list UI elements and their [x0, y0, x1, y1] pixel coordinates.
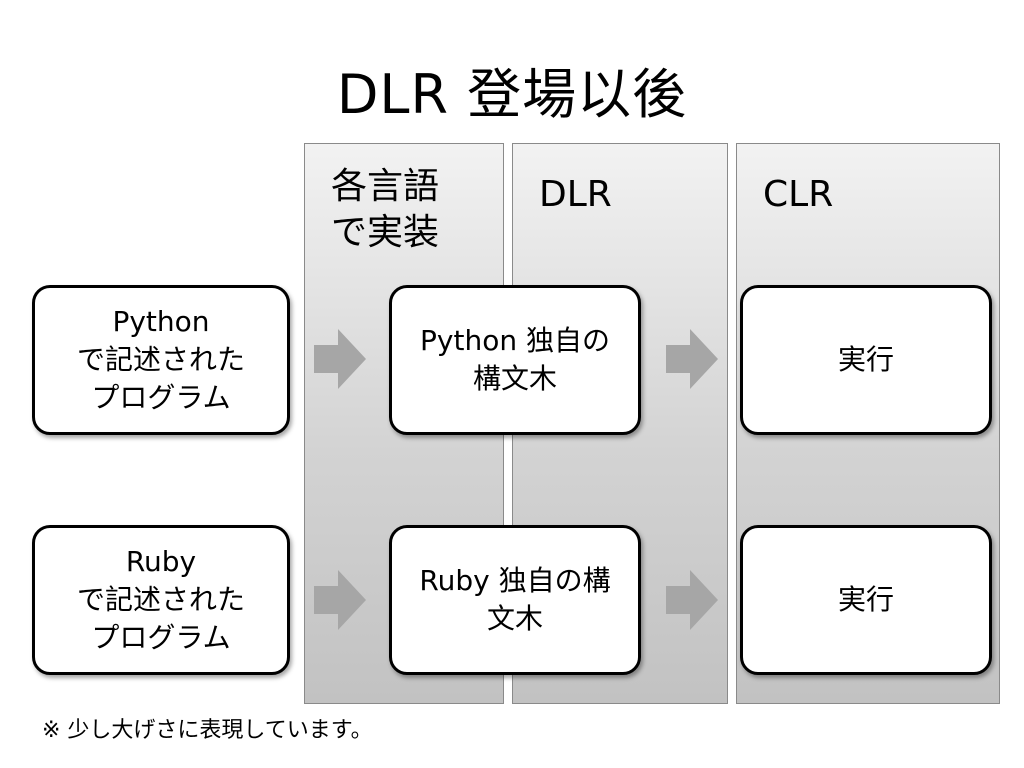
arrow-right-icon	[666, 329, 718, 389]
column-label-clr: CLR	[763, 174, 834, 215]
ruby-execute-box: 実行	[740, 525, 992, 675]
python-source-box: Python で記述された プログラム	[32, 285, 290, 435]
arrow-right-icon	[314, 329, 366, 389]
python-execute-box: 実行	[740, 285, 992, 435]
arrow-right-icon	[666, 570, 718, 630]
page-title: DLR 登場以後	[336, 63, 688, 126]
column-label-dlr: DLR	[539, 174, 612, 215]
python-ast-box: Python 独自の 構文木	[389, 285, 641, 435]
footnote: ※ 少し大げさに表現しています。	[42, 718, 373, 743]
column-label-language-impl: 各言語 で実装	[331, 166, 440, 253]
ruby-ast-box: Ruby 独自の構 文木	[389, 525, 641, 675]
arrow-right-icon	[314, 570, 366, 630]
ruby-source-box: Ruby で記述された プログラム	[32, 525, 290, 675]
